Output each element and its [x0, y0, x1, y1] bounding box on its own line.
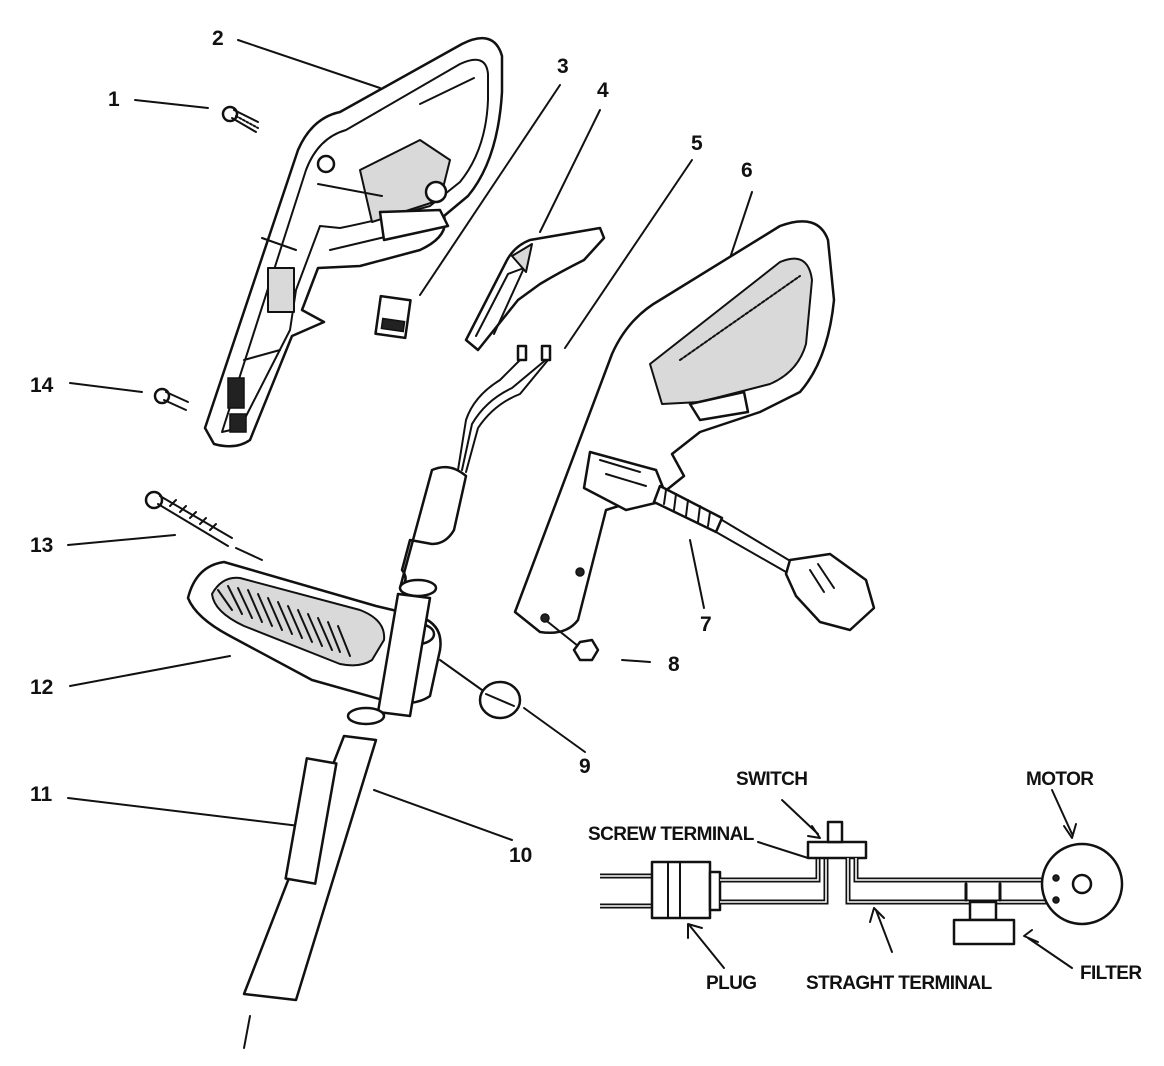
callout-6: 6 — [741, 159, 753, 182]
callout-12: 12 — [30, 676, 54, 699]
leader-2 — [237, 39, 381, 89]
leader-5 — [564, 159, 693, 349]
leader-12 — [69, 655, 231, 687]
leader-8 — [621, 659, 651, 663]
label-straight-terminal: STRAGHT TERMINAL — [806, 973, 992, 994]
callout-10: 10 — [509, 844, 533, 867]
leader-9 — [523, 707, 586, 753]
switch-3 — [374, 294, 412, 340]
label-screw-terminal: SCREW TERMINAL — [588, 824, 754, 845]
callout-8: 8 — [668, 653, 680, 676]
leader-lines — [67, 39, 753, 841]
wires-5 — [457, 344, 552, 473]
label-plug: PLUG — [706, 973, 757, 994]
filter-body — [952, 918, 1016, 946]
screw-1 — [221, 105, 259, 133]
label-switch: SWITCH — [736, 769, 808, 790]
callout-3: 3 — [557, 55, 569, 78]
leader-4 — [539, 109, 601, 233]
cord-7 — [582, 450, 876, 632]
leader-1 — [134, 99, 209, 109]
switch-body — [806, 840, 868, 860]
callout-13: 13 — [30, 534, 54, 557]
leader-3 — [419, 84, 561, 296]
nut-8 — [547, 621, 600, 662]
leader-6 — [729, 191, 753, 259]
callout-5: 5 — [691, 132, 703, 155]
callout-14: 14 — [30, 374, 54, 397]
leader-9a — [439, 659, 483, 691]
shaft-tubes — [242, 465, 468, 1049]
label-filter: FILTER — [1080, 963, 1142, 984]
trigger-4 — [464, 226, 606, 352]
leader-7 — [689, 539, 705, 609]
leader-10 — [373, 789, 513, 841]
screw-14 — [153, 387, 189, 411]
callout-4: 4 — [597, 79, 609, 102]
callout-11: 11 — [30, 783, 53, 806]
callout-7: 7 — [700, 613, 712, 636]
wiring-schematic — [600, 789, 1124, 969]
callout-2: 2 — [212, 27, 224, 50]
leader-13 — [67, 534, 176, 546]
leader-11 — [67, 797, 317, 829]
knob-9 — [478, 680, 522, 720]
leader-14 — [69, 382, 143, 393]
leader-13b — [235, 547, 263, 561]
callout-9: 9 — [579, 755, 591, 778]
label-motor: MOTOR — [1026, 769, 1094, 790]
bolt-13 — [144, 490, 233, 547]
handle-half-right — [513, 220, 836, 634]
callout-1: 1 — [108, 88, 120, 111]
handle-half-left — [203, 36, 504, 448]
